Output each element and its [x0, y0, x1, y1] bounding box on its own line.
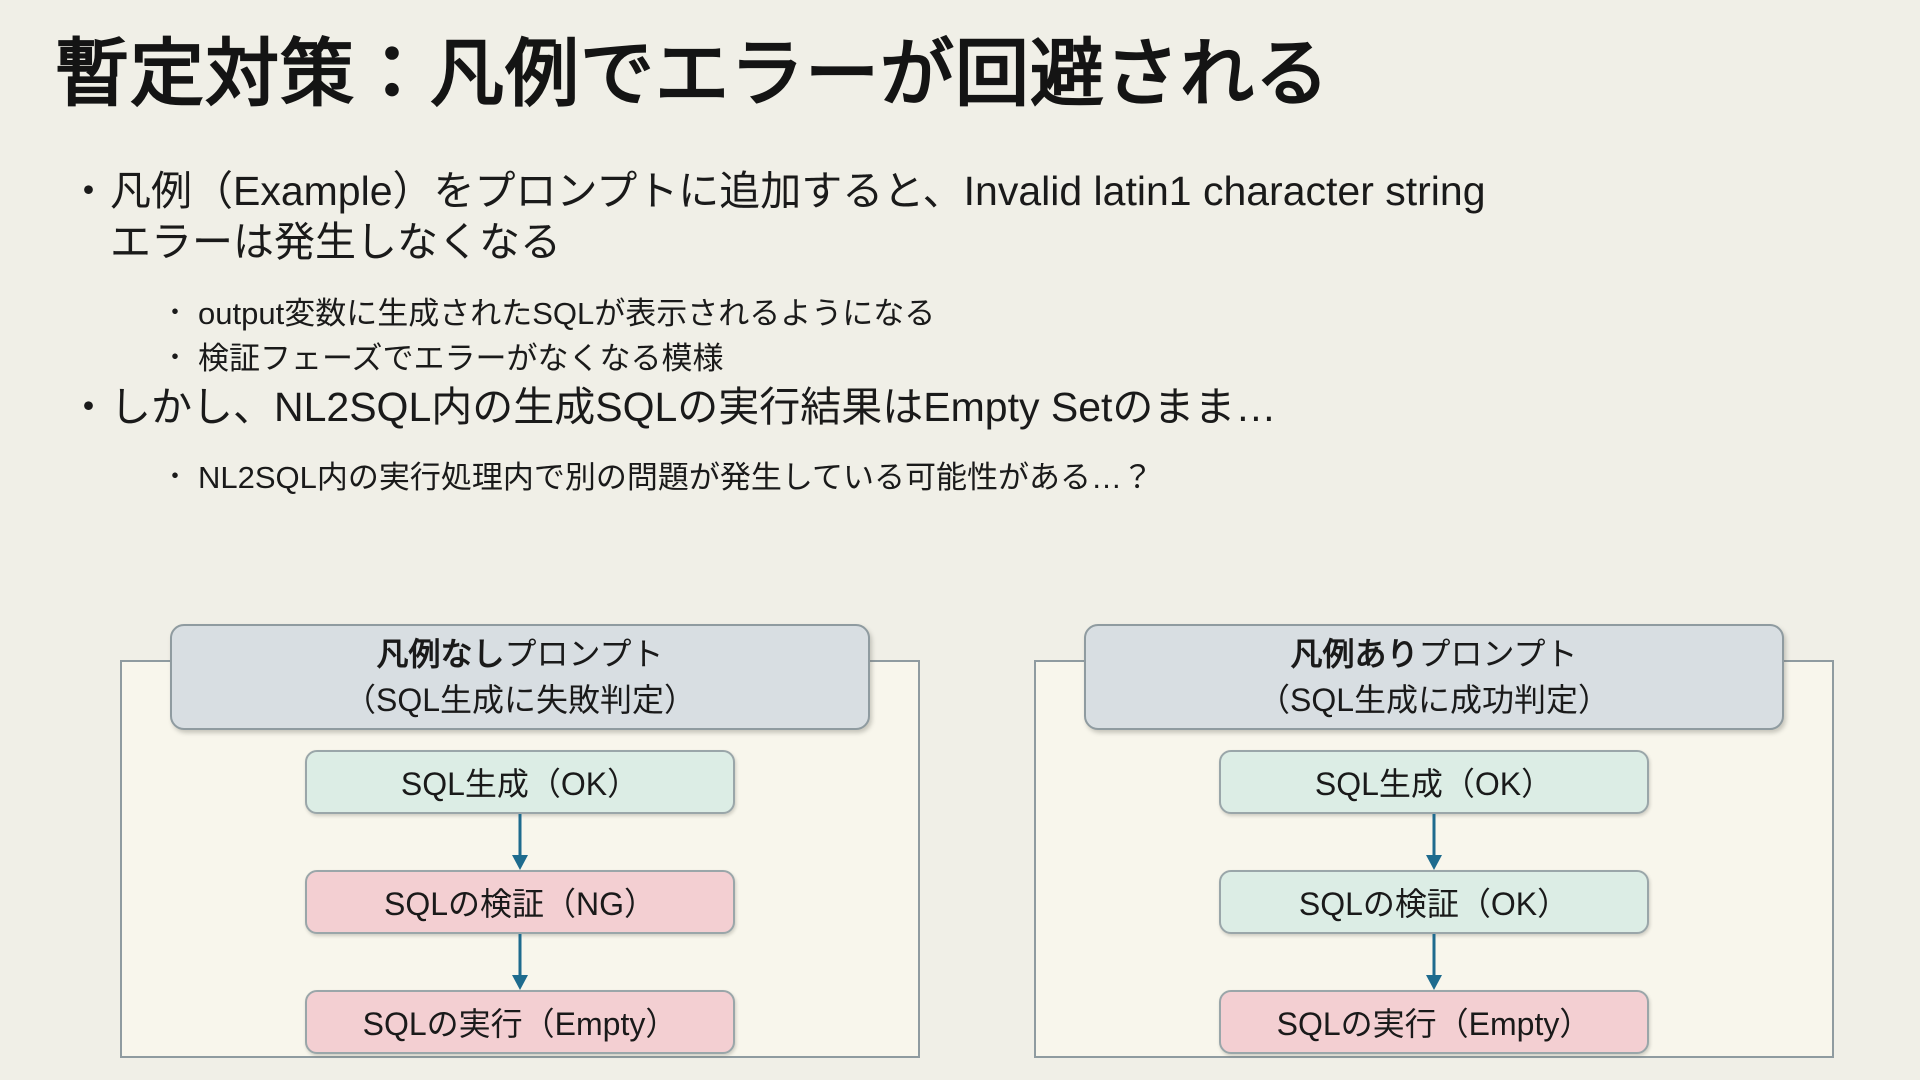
down-arrow-icon [1426, 814, 1442, 870]
sub-bullet-item: ・ output変数に生成されたSQLが表示されるようになる [162, 292, 1598, 337]
sub-bullet-group: ・ output変数に生成されたSQLが表示されるようになる ・ 検証フェーズで… [162, 292, 1598, 382]
step-sql-execute: SQLの実行（Empty） [1219, 990, 1649, 1054]
flow-header-subtitle: （SQL生成に成功判定） [1257, 682, 1611, 718]
step-sql-validate: SQLの検証（NG） [305, 870, 735, 934]
flow-header-title: 凡例ありプロンプト [1290, 635, 1578, 672]
step-sql-execute: SQLの実行（Empty） [305, 990, 735, 1054]
bullet-marker: ・ [68, 168, 109, 214]
bullet-marker: ・ [68, 383, 109, 430]
sub-bullet-group: ・ NL2SQL内の実行処理内で別の問題が発生している可能性がある…？ [162, 456, 1598, 501]
sub-bullet-text: output変数に生成されたSQLが表示されるようになる [198, 295, 936, 331]
sub-bullet-text: 検証フェーズでエラーがなくなる模様 [198, 340, 724, 376]
flow-header-with-example: 凡例ありプロンプト （SQL生成に成功判定） [1084, 624, 1784, 730]
step-sql-generate: SQL生成（OK） [305, 750, 735, 814]
flow-steps: SQL生成（OK） SQLの検証（OK） SQLの実行（Empty） [1036, 662, 1832, 1056]
flow-header-no-example: 凡例なしプロンプト （SQL生成に失敗判定） [170, 624, 870, 730]
flow-steps: SQL生成（OK） SQLの検証（NG） SQLの実行（Empty） [122, 662, 918, 1056]
sub-bullet-item: ・ 検証フェーズでエラーがなくなる模様 [162, 337, 1598, 382]
sub-bullet-marker: ・ [162, 296, 189, 327]
flow-header-title: 凡例なしプロンプト [376, 635, 664, 672]
bullet-item: ・ 凡例（Example）をプロンプトに追加すると、Invalid latin1… [68, 166, 1598, 268]
down-arrow-icon [512, 934, 528, 990]
bullet-line: エラーは発生しなくなる [110, 218, 561, 265]
sub-bullet-text: NL2SQL内の実行処理内で別の問題が発生している可能性がある…？ [198, 460, 1153, 496]
bullet-item: ・ しかし、NL2SQL内の生成SQLの実行結果はEmpty Setのまま… [68, 382, 1598, 433]
sub-bullet-item: ・ NL2SQL内の実行処理内で別の問題が発生している可能性がある…？ [162, 456, 1598, 501]
down-arrow-icon [1426, 934, 1442, 990]
sub-bullet-marker: ・ [162, 341, 189, 372]
flow-header-subtitle: （SQL生成に失敗判定） [343, 682, 697, 718]
bullet-text: 凡例（Example）をプロンプトに追加すると、Invalid latin1 c… [110, 166, 1486, 268]
bullet-line: しかし、NL2SQL内の生成SQLの実行結果はEmpty Setのまま… [110, 383, 1277, 430]
bullet-text: しかし、NL2SQL内の生成SQLの実行結果はEmpty Setのまま… [110, 382, 1276, 433]
slide-title: 暫定対策：凡例でエラーが回避される [55, 32, 1330, 115]
bullet-line: 凡例（Example）をプロンプトに追加すると、Invalid latin1 c… [110, 168, 1486, 214]
down-arrow-icon [512, 814, 528, 870]
step-sql-generate: SQL生成（OK） [1219, 750, 1649, 814]
sub-bullet-marker: ・ [162, 461, 189, 492]
step-sql-validate: SQLの検証（OK） [1219, 870, 1649, 934]
slide-body-text: ・ 凡例（Example）をプロンプトに追加すると、Invalid latin1… [68, 166, 1598, 501]
